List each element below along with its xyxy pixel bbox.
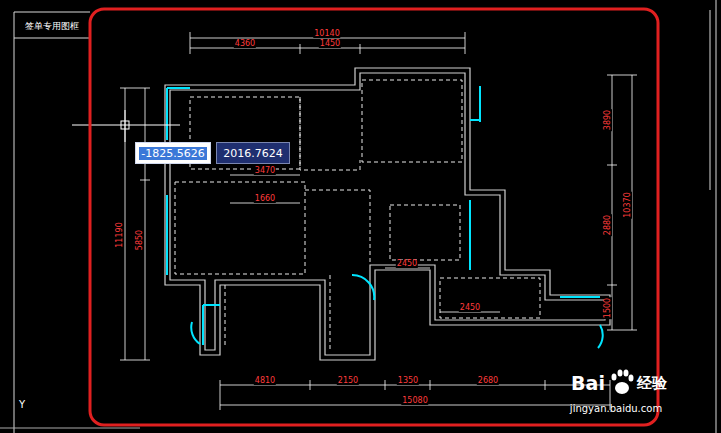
paw-pad bbox=[615, 382, 629, 394]
room bbox=[362, 80, 462, 162]
room-lines bbox=[175, 80, 540, 350]
cursor-box bbox=[121, 121, 129, 129]
paw-toe bbox=[618, 370, 623, 377]
partition bbox=[225, 97, 370, 350]
dimension-text: 2450 bbox=[459, 304, 481, 312]
window-lines bbox=[167, 86, 603, 348]
dimension-text: 5850 bbox=[136, 229, 144, 251]
watermark: jingyan.baidu.com bbox=[569, 404, 663, 414]
title-cell: 签单专用图框 bbox=[16, 15, 88, 37]
dimension-text: 10370 bbox=[624, 191, 632, 218]
door-swing bbox=[191, 275, 602, 348]
dimension-text: 3470 bbox=[254, 167, 276, 175]
dimension-text: 3890 bbox=[604, 109, 612, 131]
room bbox=[175, 182, 305, 274]
coordinate-input: -1825.5626 bbox=[135, 142, 211, 164]
watermark: 经验 bbox=[636, 376, 668, 391]
paw-toe bbox=[629, 375, 634, 382]
dimension-text: 1500 bbox=[604, 297, 612, 319]
cursor-line bbox=[72, 110, 180, 142]
dimension-text: 2880 bbox=[604, 214, 612, 236]
dimension-lines bbox=[120, 32, 637, 410]
dimension-text: 2450 bbox=[396, 260, 418, 268]
node-text: -1825.5626 bbox=[139, 147, 206, 160]
dimension-text: 1350 bbox=[397, 377, 419, 385]
dimension-text: 2680 bbox=[477, 377, 499, 385]
inner-wall bbox=[170, 73, 605, 355]
node-text: 签单专用图框 bbox=[23, 21, 81, 32]
crosshair-cursor bbox=[72, 110, 180, 142]
outer-wall bbox=[165, 68, 610, 360]
dimension-text: 4360 bbox=[234, 40, 256, 48]
axis-line bbox=[0, 428, 140, 429]
room bbox=[390, 205, 460, 260]
paw-toe bbox=[624, 370, 629, 377]
frame-line bbox=[14, 0, 716, 433]
dimension-text: 1450 bbox=[319, 40, 341, 48]
dimension-text: 1660 bbox=[254, 195, 276, 203]
dimension-text: 2150 bbox=[337, 377, 359, 385]
node-text: 2016.7624 bbox=[221, 147, 285, 160]
dim-line bbox=[230, 175, 500, 312]
wall-outline bbox=[165, 68, 610, 360]
dimension-text: 15080 bbox=[401, 397, 428, 405]
coordinate-input: 2016.7624 bbox=[216, 142, 290, 164]
dimension-text: 11190 bbox=[116, 221, 124, 248]
dim-line bbox=[120, 88, 150, 360]
dimension-text: 10140 bbox=[313, 30, 340, 38]
watermark: Bai bbox=[570, 374, 606, 393]
highlight-frame bbox=[90, 9, 658, 425]
paw-icon bbox=[612, 370, 634, 395]
paw-toe bbox=[612, 374, 617, 381]
window bbox=[167, 86, 600, 345]
dimension-text: 4810 bbox=[254, 377, 276, 385]
axis-label: Y bbox=[18, 400, 26, 410]
